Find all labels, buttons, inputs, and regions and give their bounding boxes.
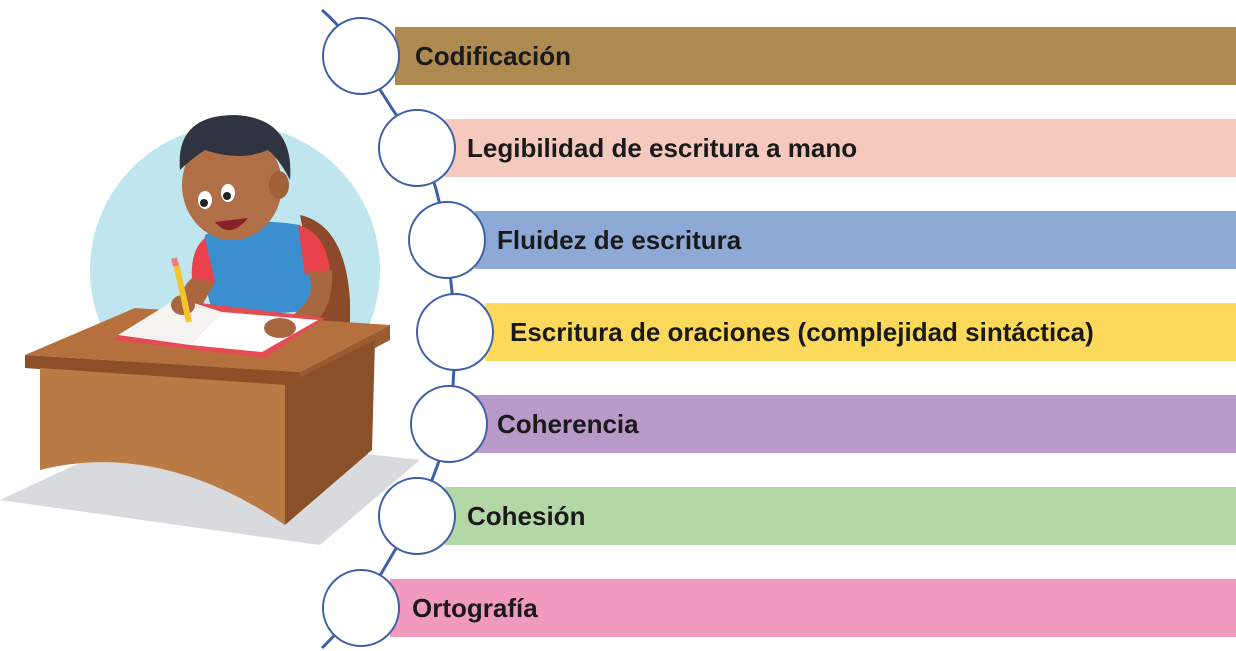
step-node-circle (378, 109, 456, 187)
desk-top-edge (25, 355, 300, 388)
step-label: Cohesión (467, 500, 586, 531)
hand-right (264, 318, 296, 338)
step-band-cohesion: Cohesión (445, 487, 1236, 545)
pencil (173, 262, 192, 323)
step-node-circle (408, 201, 486, 279)
boy-writing-at-desk-illustration (0, 115, 420, 545)
step-node-circle (410, 385, 488, 463)
head (182, 130, 282, 240)
step-node-circle (378, 477, 456, 555)
step-band-oraciones: Escritura de oraciones (complejidad sint… (485, 303, 1236, 361)
shirt (203, 221, 321, 318)
ear (269, 171, 289, 199)
step-band-coherencia: Coherencia (475, 395, 1236, 453)
step-band-legibilidad: Legibilidad de escritura a mano (445, 119, 1236, 177)
desk-front (40, 368, 285, 525)
step-label: Ortografía (412, 592, 538, 623)
step-band-codificacion: Codificación (395, 27, 1236, 85)
step-label: Legibilidad de escritura a mano (467, 132, 858, 163)
step-node-circle (416, 293, 494, 371)
book-page-left (118, 298, 222, 345)
mouth (215, 218, 248, 231)
step-node-circle (322, 17, 400, 95)
step-label: Escritura de oraciones (complejidad sint… (510, 316, 1094, 347)
pupil-left (200, 199, 208, 207)
sleeve-left (191, 238, 215, 282)
hair (179, 115, 291, 180)
step-node-circle (322, 569, 400, 647)
step-band-fluidez: Fluidez de escritura (475, 211, 1236, 269)
step-band-ortografia: Ortografía (390, 579, 1236, 637)
pencil-eraser (171, 257, 179, 267)
pupil-right (223, 192, 231, 200)
step-label: Fluidez de escritura (497, 224, 742, 255)
step-label: Codificación (415, 40, 572, 71)
step-label: Coherencia (497, 408, 639, 439)
